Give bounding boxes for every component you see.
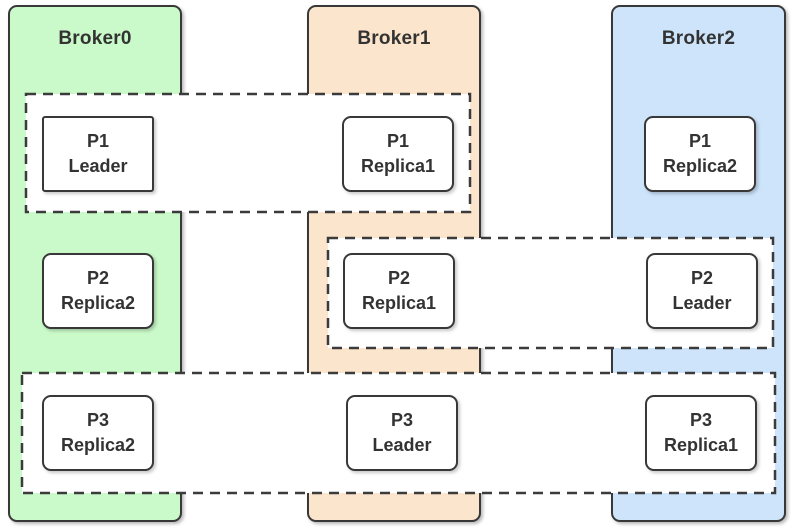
node-p3-replica2: P3 Replica2 <box>42 395 154 471</box>
broker2-label: Broker2 <box>661 28 736 49</box>
node-line1: P3 <box>86 410 110 430</box>
node-line1: P2 <box>690 268 714 288</box>
node-p3-leader: P3 Leader <box>346 395 458 471</box>
node-p1-replica1: P1 Replica1 <box>342 116 454 192</box>
node-p1-leader: P1 Leader <box>42 116 154 192</box>
node-line2: Replica2 <box>60 435 136 455</box>
node-line1: P3 <box>689 410 713 430</box>
node-line1: P2 <box>387 268 411 288</box>
broker0-label: Broker0 <box>58 28 132 49</box>
node-line2: Leader <box>68 156 128 176</box>
node-p2-replica2: P2 Replica2 <box>42 253 154 329</box>
node-line1: P1 <box>86 131 110 151</box>
node-line1: P2 <box>86 268 110 288</box>
node-p1-replica2: P1 Replica2 <box>644 116 756 192</box>
node-line2: Leader <box>372 435 432 455</box>
node-line2: Replica1 <box>663 435 739 455</box>
node-line2: Replica2 <box>662 156 738 176</box>
node-line1: P1 <box>688 131 712 151</box>
node-line2: Replica1 <box>360 156 436 176</box>
node-line2: Replica1 <box>361 293 437 313</box>
broker1-label: Broker1 <box>357 28 431 49</box>
node-line2: Leader <box>672 293 732 313</box>
node-line1: P1 <box>386 131 410 151</box>
node-p2-leader: P2 Leader <box>646 253 758 329</box>
node-p3-replica1: P3 Replica1 <box>645 395 757 471</box>
node-line1: P3 <box>390 410 414 430</box>
node-p2-replica1: P2 Replica1 <box>343 253 455 329</box>
node-line2: Replica2 <box>60 293 136 313</box>
